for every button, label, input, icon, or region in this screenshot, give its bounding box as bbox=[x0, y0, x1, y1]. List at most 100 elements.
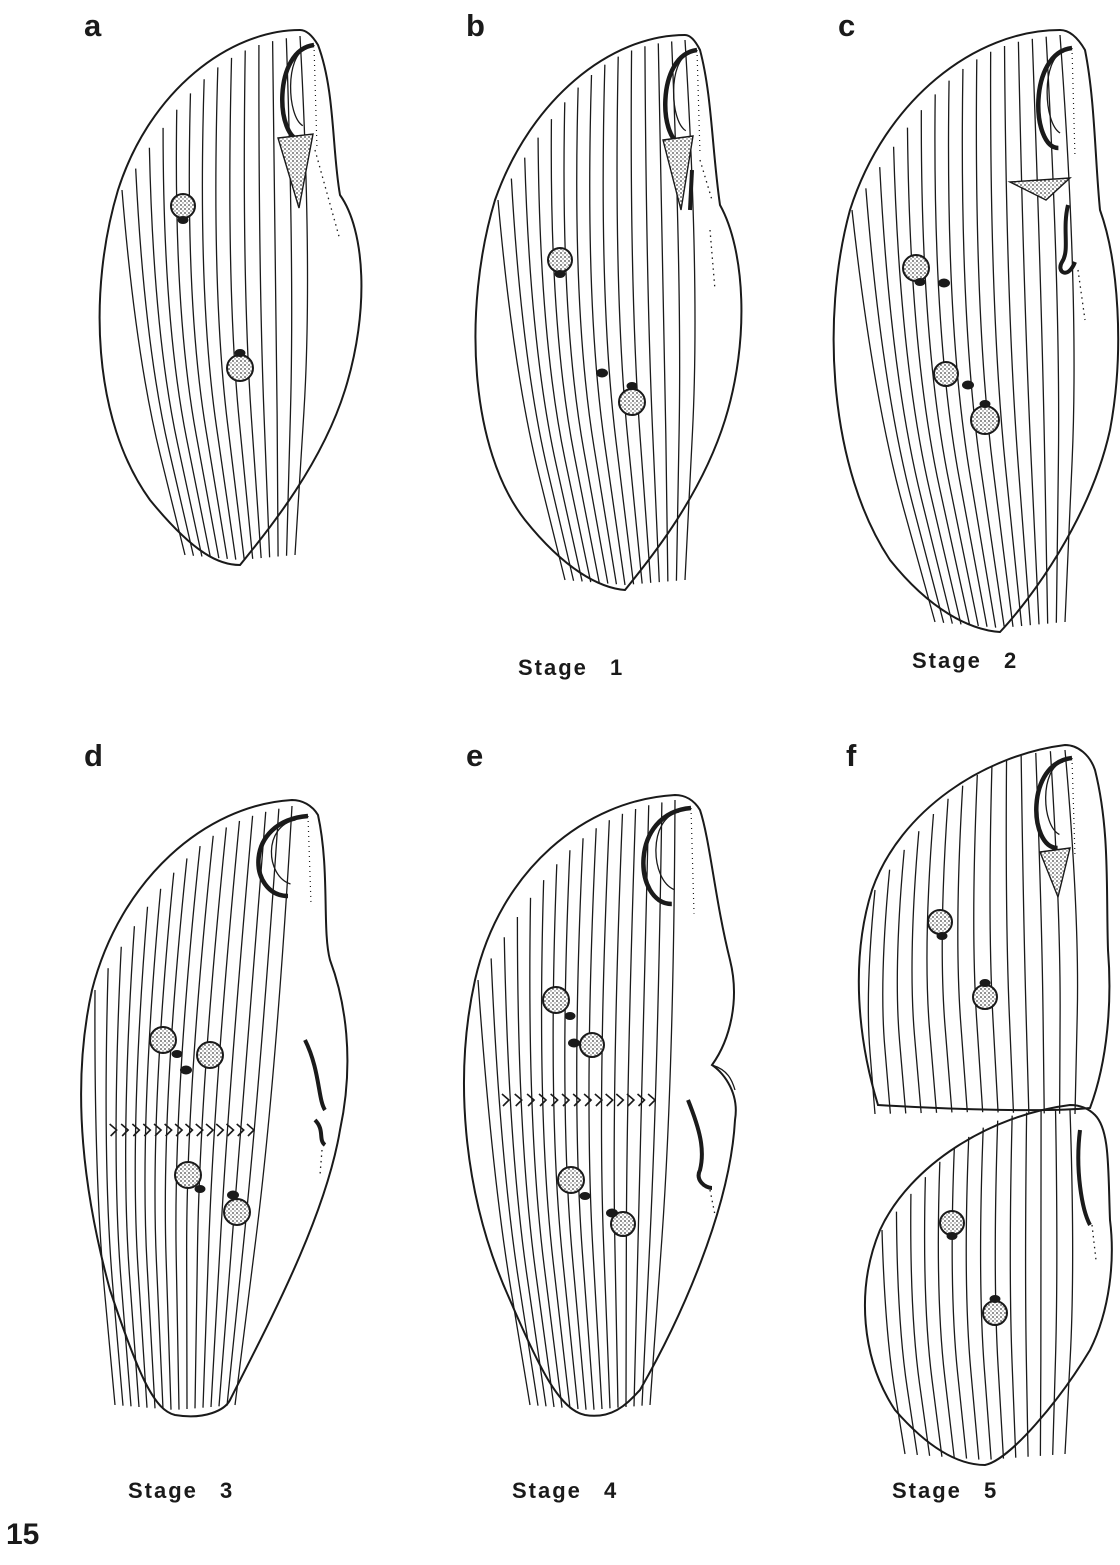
kinety-break bbox=[247, 1124, 254, 1136]
kinety-row bbox=[565, 850, 586, 1409]
oral-primordium bbox=[690, 170, 692, 210]
ciliary-dots bbox=[320, 1150, 322, 1175]
stage-label-4: Stage 4 bbox=[512, 1478, 618, 1504]
kinety-row bbox=[866, 188, 944, 622]
kinety-row bbox=[1006, 760, 1013, 1113]
kinety-row bbox=[602, 820, 610, 1408]
oral-primordium bbox=[305, 1040, 325, 1110]
cytopharynx bbox=[1040, 848, 1070, 897]
cell-outline bbox=[859, 745, 1110, 1110]
kinety-row bbox=[1060, 35, 1074, 622]
kinety-row bbox=[219, 812, 266, 1407]
ciliary-dots bbox=[710, 1190, 715, 1215]
kinety-row bbox=[1026, 1112, 1028, 1456]
kinety-row bbox=[195, 827, 226, 1408]
macronucleus bbox=[548, 248, 572, 272]
cell-f-top bbox=[859, 745, 1110, 1114]
panel-label-c: c bbox=[838, 8, 855, 44]
kinety-break bbox=[606, 1094, 613, 1106]
kinety-row bbox=[938, 1162, 954, 1458]
ciliary-dots bbox=[1078, 270, 1085, 320]
cell-d bbox=[81, 800, 347, 1416]
kinety-break bbox=[584, 1094, 591, 1106]
kinety-row bbox=[958, 786, 967, 1112]
kinety-row bbox=[525, 158, 582, 582]
kinety-break bbox=[206, 1124, 213, 1136]
kinety-row bbox=[1010, 1116, 1015, 1458]
micronucleus bbox=[627, 382, 638, 390]
micronucleus bbox=[915, 278, 926, 286]
ciliary-dots bbox=[700, 160, 712, 200]
kinety-row bbox=[551, 119, 599, 583]
kinety-row bbox=[1065, 1110, 1073, 1454]
stage-label-5: Stage 5 bbox=[892, 1478, 998, 1504]
cell-outline bbox=[81, 800, 347, 1416]
macronucleus bbox=[983, 1301, 1007, 1325]
kinety-row bbox=[925, 1177, 942, 1457]
micronucleus bbox=[606, 1209, 618, 1218]
micronucleus bbox=[235, 349, 246, 357]
kinety-row bbox=[912, 831, 921, 1113]
micronucleus bbox=[947, 1232, 958, 1240]
kinety-row bbox=[230, 58, 253, 559]
kinety-row bbox=[942, 799, 952, 1113]
panel-label-a: a bbox=[84, 8, 101, 44]
micronucleus bbox=[565, 1012, 576, 1020]
kinety-row bbox=[645, 46, 659, 582]
macronucleus bbox=[940, 1211, 964, 1235]
macronucleus bbox=[197, 1042, 223, 1068]
micronucleus bbox=[180, 1066, 192, 1075]
kinety-row bbox=[187, 836, 214, 1409]
kinety-row bbox=[868, 890, 875, 1114]
kinety-break bbox=[502, 1094, 509, 1106]
micronucleus bbox=[568, 1039, 580, 1048]
oral-dots bbox=[308, 816, 311, 904]
panel-label-f: f bbox=[846, 738, 856, 774]
kinety-row bbox=[966, 1137, 979, 1460]
kinety-row bbox=[259, 45, 270, 557]
ciliary-dots bbox=[1092, 1225, 1096, 1260]
macronucleus bbox=[971, 406, 999, 434]
kinety-row bbox=[617, 57, 642, 584]
micronucleus bbox=[980, 979, 991, 987]
cytopharynx bbox=[278, 134, 313, 208]
kinety-row bbox=[577, 88, 617, 585]
kinety-row bbox=[927, 814, 937, 1113]
cell-a bbox=[100, 30, 362, 565]
kinety-row bbox=[962, 69, 1004, 628]
kinety-row bbox=[1021, 756, 1029, 1113]
oral-dots bbox=[691, 808, 694, 914]
macronucleus bbox=[973, 985, 997, 1009]
stage-label-3: Stage 3 bbox=[128, 1478, 234, 1504]
kinety-row bbox=[603, 65, 633, 585]
macronucleus bbox=[619, 389, 645, 415]
kinety-break bbox=[527, 1094, 534, 1106]
macronucleus bbox=[150, 1027, 176, 1053]
cell-f-bottom bbox=[865, 1105, 1112, 1465]
oral-membrane bbox=[665, 50, 697, 145]
kinety-row bbox=[981, 1128, 992, 1460]
micronucleus bbox=[227, 1191, 239, 1200]
kinety-row bbox=[995, 1121, 1003, 1459]
panel-label-d: d bbox=[84, 738, 103, 774]
cell-outline-inner bbox=[712, 1065, 735, 1090]
kinety-row bbox=[286, 38, 291, 555]
panel-label-b: b bbox=[466, 8, 485, 44]
micronucleus bbox=[580, 1192, 591, 1200]
kinety-row bbox=[1065, 750, 1078, 1114]
kinety-row bbox=[990, 766, 998, 1112]
kinety-break bbox=[216, 1124, 223, 1136]
kinety-row bbox=[650, 800, 675, 1405]
macronucleus bbox=[928, 910, 952, 934]
cell-outline bbox=[464, 795, 736, 1416]
kinety-row bbox=[952, 1148, 966, 1458]
macronucleus bbox=[903, 255, 929, 281]
micronucleus bbox=[555, 270, 566, 278]
oral-dots bbox=[314, 45, 317, 150]
macronucleus bbox=[175, 1162, 201, 1188]
cytopharynx bbox=[1010, 178, 1070, 200]
micronucleus bbox=[178, 216, 189, 224]
macronucleus bbox=[227, 355, 253, 381]
cell-outline bbox=[475, 35, 741, 590]
